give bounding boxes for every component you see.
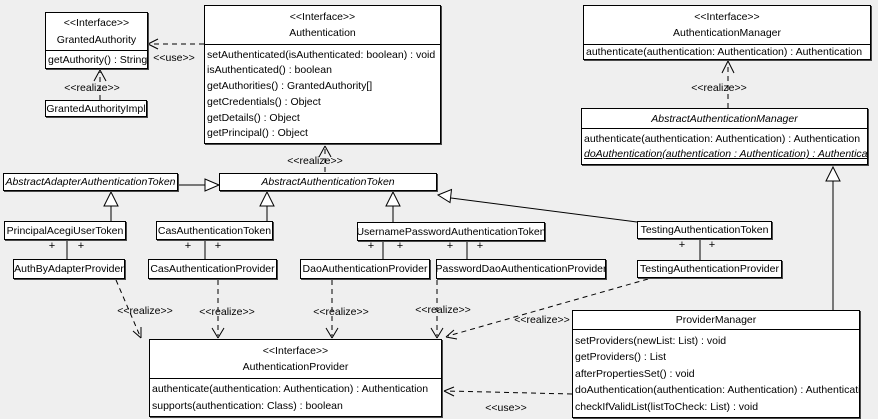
realize-label: <<realize>> — [415, 304, 471, 316]
association-end-label: + — [184, 240, 192, 252]
method: doAuthentication(authentication : Authen… — [584, 148, 867, 161]
realize-arrow-passworddaoprovider — [430, 280, 444, 339]
method: setProviders(newList: List) : void — [575, 334, 727, 347]
class-authentication-manager: <<Interface>> AuthenticationManager auth… — [583, 5, 871, 60]
association-end-label: + — [446, 240, 454, 252]
class-name: AuthenticationProvider — [242, 361, 349, 374]
class-dao-authentication-provider: DaoAuthenticationProvider — [300, 259, 430, 279]
use-label: <<use>> — [153, 52, 195, 64]
class-principal-acegi-user-token: PrincipalAcegiUserToken — [4, 221, 126, 240]
method: getDetails() : Object — [207, 111, 300, 124]
class-username-password-authentication-token: UsernamePasswordAuthenticationToken — [357, 222, 545, 241]
association-end-label: + — [48, 240, 56, 252]
generalization-castoken — [259, 190, 275, 221]
method: doAuthentication(authentication: Authent… — [575, 384, 859, 396]
method: setAuthenticated(isAuthenticated: boolea… — [207, 48, 436, 61]
association-end-label: + — [678, 239, 686, 251]
class-name: PasswordDaoAuthenticationProvider — [436, 263, 606, 275]
class-cas-authentication-provider: CasAuthenticationProvider — [148, 259, 277, 279]
class-name: AbstractAuthenticationToken — [261, 176, 395, 188]
class-name: DaoAuthenticationProvider — [302, 263, 428, 275]
generalization-adaptertoken-to-abstracttoken — [178, 178, 221, 192]
class-name: UsernamePasswordAuthenticationToken — [357, 225, 545, 238]
method: getAuthorities() : GrantedAuthority[] — [207, 80, 373, 93]
method: getAuthority() : String — [48, 53, 147, 66]
realize-arrow-abstractauthenticationmanager — [721, 60, 735, 108]
class-name: TestingAuthenticationToken — [640, 224, 769, 236]
interface-stereotype: <<Interface>> — [63, 17, 130, 30]
class-name: GrantedAuthorityImpl — [46, 102, 146, 115]
class-granted-authority-impl: GrantedAuthorityImpl — [45, 100, 147, 117]
class-testing-authentication-token: TestingAuthenticationToken — [637, 221, 772, 239]
use-arrow-authentication-to-grantedauthority — [147, 38, 204, 50]
interface-stereotype: <<Interface>> — [694, 10, 760, 23]
method: isAuthenticated() : boolean — [207, 64, 332, 77]
method: authenticate(authentication: Authenticat… — [586, 46, 863, 58]
association-end-label: + — [367, 240, 375, 252]
class-name: AbstractAdapterAuthenticationToken — [5, 176, 176, 188]
class-name: AuthenticationManager — [673, 27, 781, 40]
class-granted-authority: <<Interface>> GrantedAuthority getAuthor… — [45, 12, 148, 69]
association-end-label: + — [708, 239, 716, 251]
generalization-testingtoken — [436, 188, 638, 223]
realize-label: <<realize>> — [117, 305, 173, 317]
realize-arrow-daoprovider — [325, 280, 339, 339]
realize-arrow-grantedauthorityimpl — [93, 69, 107, 100]
class-auth-by-adapter-provider: AuthByAdapterProvider — [13, 259, 125, 279]
association-end-label: + — [476, 240, 484, 252]
class-name: PrincipalAcegiUserToken — [6, 224, 124, 237]
class-testing-authentication-provider: TestingAuthenticationProvider — [637, 260, 782, 278]
realize-label: <<realize>> — [199, 306, 255, 318]
interface-stereotype: <<Interface>> — [262, 344, 329, 357]
method: supports(authentication: Class) : boolea… — [152, 399, 343, 412]
realize-arrow-abstractauthenticationtoken — [318, 145, 332, 172]
association-end-label: + — [77, 240, 85, 252]
class-cas-authentication-token: CasAuthenticationToken — [156, 221, 273, 240]
class-abstract-authentication-token: AbstractAuthenticationToken — [219, 173, 437, 191]
realize-label: <<realize>> — [64, 82, 120, 94]
method: getPrincipal() : Object — [207, 127, 308, 140]
class-name: GrantedAuthority — [56, 33, 137, 46]
class-name: ProviderManager — [675, 314, 757, 326]
class-name: Authentication — [289, 27, 356, 40]
class-provider-manager: ProviderManager setProviders(newList: Li… — [572, 310, 860, 418]
class-name: CasAuthenticationProvider — [150, 263, 275, 275]
generalization-providermanager — [825, 165, 841, 310]
method: authenticate(authentication: Authenticat… — [152, 383, 429, 396]
class-name: AbstractAuthenticationManager — [651, 112, 798, 125]
use-arrow-providermanager-to-authenticationprovider — [443, 386, 573, 397]
method: getProviders() : List — [575, 351, 667, 363]
realize-arrow-testingprovider — [445, 278, 649, 340]
realize-label: <<realize>> — [287, 155, 343, 167]
class-authentication-provider: <<Interface>> AuthenticationProvider aut… — [149, 339, 442, 417]
generalization-principaltoken — [103, 190, 119, 221]
class-authentication: <<Interface>> Authentication setAuthenti… — [204, 5, 441, 144]
realize-arrow-casprovider — [211, 280, 225, 339]
generalization-usernamepasswordtoken — [385, 190, 401, 222]
class-name: CasAuthenticationToken — [157, 224, 272, 237]
realize-label: <<realize>> — [313, 306, 369, 318]
method: getCredentials() : Object — [207, 95, 321, 108]
method: authenticate(authentication: Authenticat… — [584, 132, 861, 145]
realize-arrow-authbyadapterprovider — [115, 279, 142, 339]
use-label: <<use>> — [485, 402, 527, 414]
realize-label: <<realize>> — [514, 314, 570, 326]
method: afterPropertiesSet() : void — [575, 367, 695, 380]
realize-label: <<realize>> — [691, 82, 747, 94]
class-abstract-authentication-manager: AbstractAuthenticationManager authentica… — [581, 108, 868, 165]
class-abstract-adapter-authentication-token: AbstractAdapterAuthenticationToken — [3, 173, 178, 191]
class-password-dao-authentication-provider: PasswordDaoAuthenticationProvider — [436, 259, 606, 279]
interface-stereotype: <<Interface>> — [289, 10, 356, 23]
method: checkIfValidList(listToCheck: List) : vo… — [575, 400, 759, 413]
association-end-label: + — [396, 240, 404, 252]
association-end-label: + — [214, 240, 222, 252]
class-name: AuthByAdapterProvider — [14, 263, 124, 275]
class-name: TestingAuthenticationProvider — [640, 263, 779, 275]
